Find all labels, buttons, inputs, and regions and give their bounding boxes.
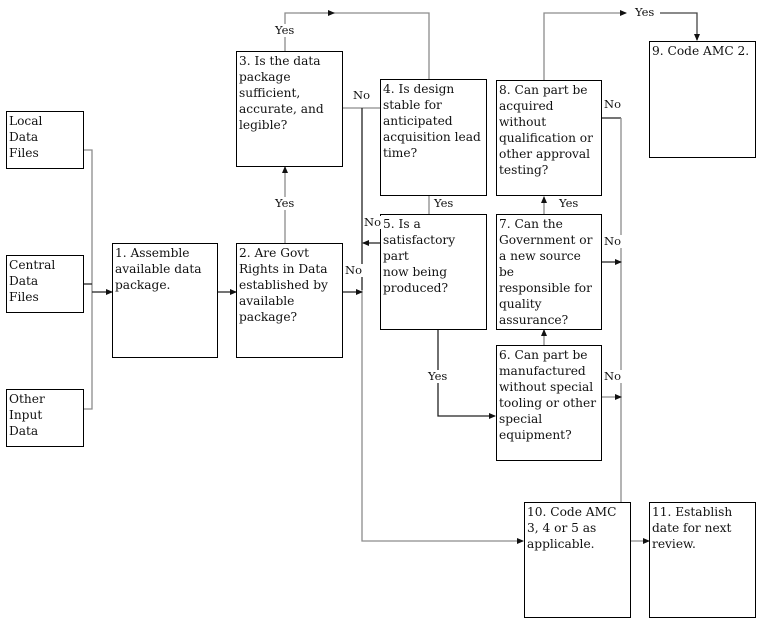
edge-label-step7-yes: Yes	[558, 196, 580, 210]
connector-step5-to-step6	[437, 330, 496, 419]
connector-local-to-bus	[84, 149, 93, 410]
step-2-govt-rights-decision: 2. Are Govt Rights in Data established b…	[236, 243, 343, 358]
edge-label-step6-no: No	[603, 369, 622, 383]
step-11-establish-review-date: 11. Establish date for next review.	[649, 502, 756, 618]
input-central-data-files: Central Data Files	[6, 255, 84, 313]
edge-label-step8-yes: Yes	[634, 5, 656, 19]
edge-label-step8-no: No	[603, 97, 622, 111]
step-9-code-amc-2: 9. Code AMC 2.	[649, 41, 756, 158]
edge-label-step7-no: No	[603, 234, 622, 248]
step-7-quality-assurance-decision: 7. Can the Government or a new source be…	[496, 214, 602, 330]
edge-label-step4-yes: Yes	[433, 196, 455, 210]
step-8-acquire-without-qualification-decision: 8. Can part be acquired without qualific…	[496, 80, 602, 196]
connector-step8-to-step9	[543, 10, 627, 80]
step-10-code-amc-3-4-5: 10. Code AMC 3, 4 or 5 as applicable.	[524, 502, 631, 618]
edge-label-step5-yes: Yes	[427, 369, 449, 383]
step-3-data-package-sufficient-decision: 3. Is the data package sufficient, accur…	[236, 51, 343, 167]
edge-label-step3-yes: Yes	[274, 23, 296, 37]
connector-yes-to-step9	[660, 12, 700, 41]
input-other-input-data: Other Input Data	[6, 389, 84, 447]
input-local-data-files: Local Data Files	[6, 111, 84, 169]
edge-label-step5-no: No	[363, 215, 382, 229]
step-5-satisfactory-part-decision: 5. Is a satisfactory part now being prod…	[380, 214, 487, 330]
edge-label-step3-no: No	[352, 88, 371, 102]
edge-label-step2-yes: Yes	[274, 196, 296, 210]
connector-bus-left-to-step10	[361, 290, 524, 544]
step-4-design-stable-decision: 4. Is design stable for anticipated acqu…	[380, 79, 487, 196]
step-1-assemble-data-package: 1. Assemble available data package.	[112, 243, 218, 358]
edge-label-step2-no: No	[344, 263, 363, 277]
step-6-manufacture-without-tooling-decision: 6. Can part be manufactured without spec…	[496, 345, 602, 461]
